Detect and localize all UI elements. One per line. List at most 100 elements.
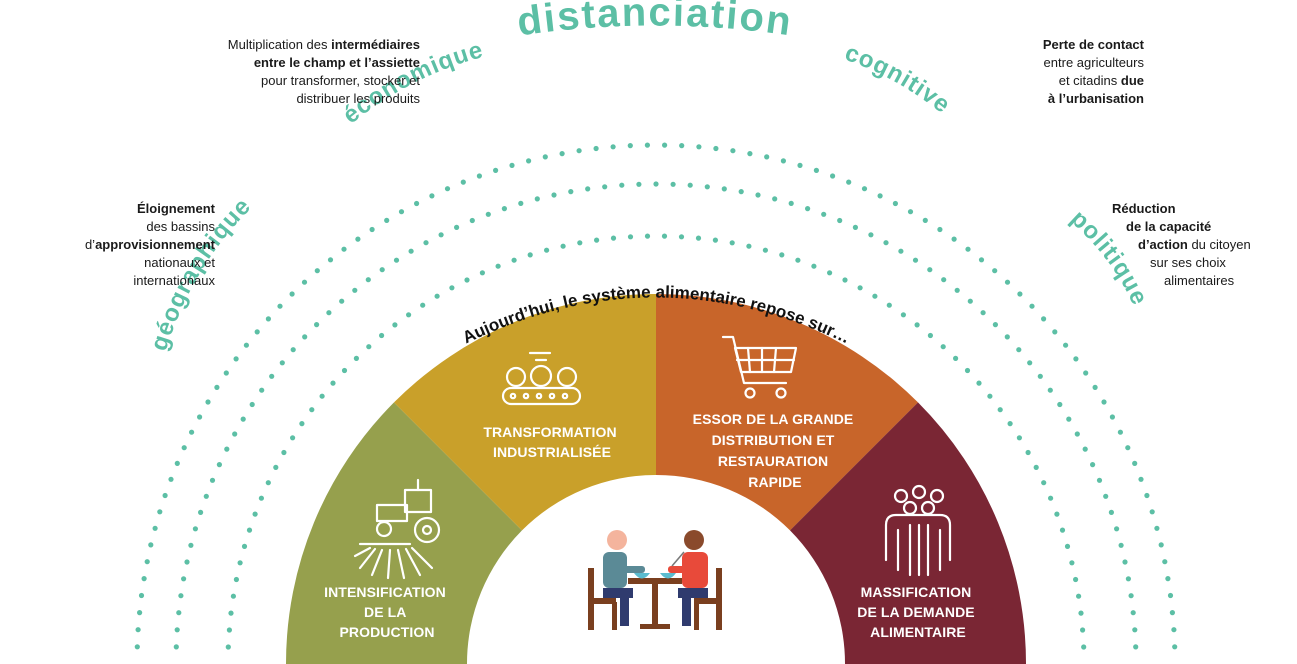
arc-dot: [1172, 644, 1178, 650]
arc-dot: [237, 560, 243, 566]
arc-dot: [542, 154, 548, 160]
arc-dot: [912, 257, 919, 263]
arc-dot: [846, 179, 852, 185]
arc-dot: [1076, 593, 1082, 599]
arc-dot: [795, 257, 801, 263]
arc-dot: [341, 246, 347, 252]
arc-dot: [898, 248, 904, 254]
arc-dot: [326, 310, 332, 316]
arc-dot: [157, 509, 163, 515]
arc-dot: [670, 181, 676, 187]
arc-dot: [1073, 576, 1079, 583]
arc-dot: [444, 186, 451, 192]
segment-transformation: [394, 293, 656, 531]
arc-dot: [1017, 291, 1023, 297]
arc-dot: [585, 186, 591, 192]
arc-dot: [687, 182, 693, 188]
arc-dot: [602, 184, 608, 190]
arc-dot: [254, 329, 260, 335]
arc-dot: [240, 416, 246, 422]
arc-dot: [644, 142, 651, 148]
arc-dot: [821, 211, 827, 217]
arc-dot: [1149, 509, 1155, 515]
arc-dot: [1016, 435, 1023, 441]
arc-dot: [269, 373, 275, 379]
arc-dot: [1128, 593, 1134, 599]
arc-dot: [1133, 644, 1139, 650]
arc-dot: [861, 186, 868, 192]
arc-dot: [1158, 542, 1164, 548]
arc-dot: [249, 401, 255, 408]
people-eating-icon: [588, 530, 722, 630]
arc-dot: [852, 224, 859, 230]
arc-dot: [241, 543, 248, 550]
arc-dot: [511, 257, 517, 263]
arc-dot: [379, 267, 385, 273]
arc-dot: [178, 593, 184, 599]
arc-dot: [704, 184, 710, 190]
arc-dot: [414, 200, 420, 207]
arc-dot: [148, 542, 154, 548]
arc-dot: [223, 370, 229, 376]
arc-dot: [1169, 610, 1175, 616]
arc-dot: [729, 240, 735, 246]
arc-dot: [560, 243, 566, 249]
arc-dot: [485, 211, 491, 217]
arc-dot: [393, 257, 400, 263]
arc-dot: [265, 480, 271, 486]
arc-dot: [1114, 526, 1120, 532]
text-cognitive: Perte de contact entre agriculteurs et c…: [1042, 37, 1144, 106]
arc-dot: [134, 644, 140, 650]
arc-dot: [772, 196, 778, 202]
arc-dot: [277, 303, 283, 309]
arc-dot: [526, 158, 532, 164]
arc-dot: [644, 233, 651, 239]
arc-dot: [137, 610, 143, 616]
arc-dot: [551, 192, 557, 198]
arc-dot: [273, 464, 279, 470]
arc-dot: [914, 322, 920, 328]
arc-dot: [289, 291, 295, 297]
arc-dot: [1069, 560, 1075, 566]
arc-dot: [797, 162, 803, 168]
arc-dot: [365, 277, 371, 283]
arc-dot: [476, 173, 482, 179]
arc-dot: [353, 355, 359, 361]
arc-dot: [135, 627, 141, 633]
arc-dot: [252, 511, 258, 517]
arc-dot: [1125, 445, 1131, 451]
arc-dot: [967, 298, 973, 304]
arc-dot: [695, 235, 702, 241]
arc-dot: [576, 148, 582, 154]
arc-dot: [1074, 431, 1080, 437]
arc-dot: [420, 302, 426, 308]
arc-dot: [327, 257, 334, 263]
semicircle-segments: [285, 293, 1027, 664]
arc-dot: [1090, 462, 1096, 468]
arc-dot: [392, 322, 398, 328]
arc-dot: [279, 360, 285, 366]
arc-dot: [1048, 495, 1054, 501]
arc-dot: [138, 592, 145, 599]
arc-dot: [544, 247, 550, 253]
arc-dot: [174, 627, 180, 633]
arc-dot: [636, 181, 642, 187]
arc-dot: [258, 495, 264, 501]
arc-dot: [366, 344, 372, 350]
arc-dot: [355, 236, 361, 242]
arc-dot: [868, 232, 874, 238]
arc-dot: [1054, 511, 1060, 517]
arc-dot: [339, 298, 345, 304]
title-distanciation: distanciation: [514, 0, 795, 44]
arc-dot: [892, 200, 899, 207]
arc-dot: [837, 217, 843, 224]
arc-dot: [1066, 416, 1072, 422]
arc-dot: [980, 310, 986, 316]
arc-dot: [290, 347, 296, 353]
arc-dot: [627, 234, 634, 240]
arc-dot: [181, 445, 187, 451]
label-massification: MASSIFICATION DE LA DEMANDE ALIMENTAIRE: [857, 584, 978, 640]
arc-dot: [181, 576, 187, 582]
arc-dot: [518, 200, 524, 206]
arc-dot: [1041, 316, 1047, 322]
